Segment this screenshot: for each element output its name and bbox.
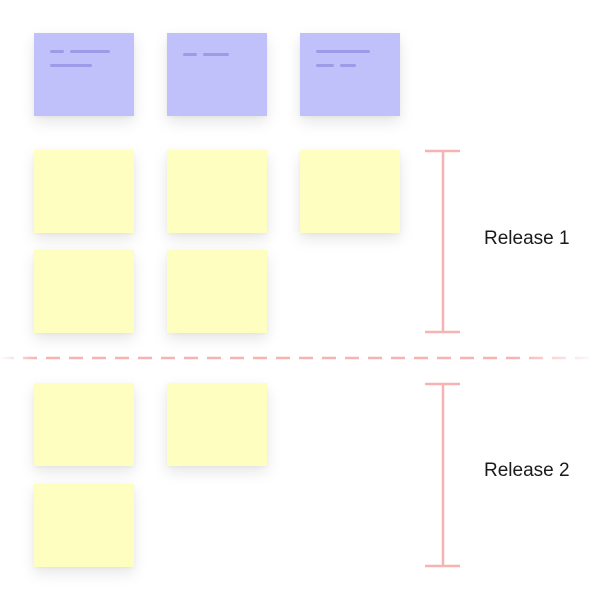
story-note[interactable] <box>300 150 400 233</box>
story-note[interactable] <box>167 383 267 466</box>
story-note[interactable] <box>34 250 134 333</box>
release-2-label: Release 2 <box>484 460 570 481</box>
release-1-bracket <box>425 149 460 334</box>
story-note[interactable] <box>34 150 134 233</box>
release-1-label: Release 1 <box>484 228 570 249</box>
story-note[interactable] <box>167 150 267 233</box>
activity-note-2[interactable] <box>167 33 267 116</box>
placeholder-text-line <box>316 64 334 67</box>
placeholder-text-line <box>316 50 370 53</box>
story-note[interactable] <box>34 383 134 466</box>
story-note[interactable] <box>34 484 134 567</box>
placeholder-text-line <box>50 64 92 67</box>
release-2-bracket <box>425 382 460 568</box>
placeholder-text-line <box>183 53 197 56</box>
activity-note-3[interactable] <box>300 33 400 116</box>
placeholder-text-line <box>50 50 64 53</box>
activity-note-1[interactable] <box>34 33 134 116</box>
story-note[interactable] <box>167 250 267 333</box>
placeholder-text-line <box>70 50 110 53</box>
placeholder-text-line <box>203 53 229 56</box>
placeholder-text-line <box>340 64 356 67</box>
